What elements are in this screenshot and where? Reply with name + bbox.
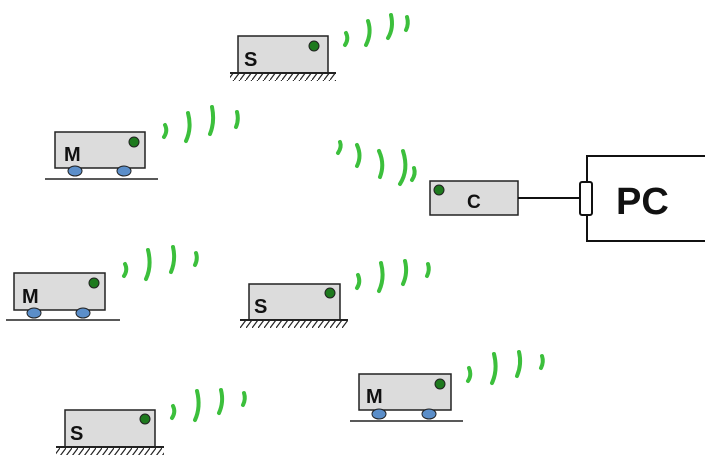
- node-box: [358, 373, 452, 411]
- wireless-signal-icon: [170, 388, 247, 422]
- node-label: S: [244, 49, 257, 71]
- wireless-signal-icon: [343, 13, 410, 47]
- node-label: S: [70, 423, 83, 445]
- wheel-icon: [26, 307, 42, 319]
- stationary-node-middle: S: [240, 283, 348, 328]
- ground-hatch-icon: [230, 72, 336, 81]
- mobile-node-2: M: [6, 272, 120, 321]
- wireless-signal-icon: [355, 259, 431, 293]
- ground-hatch-icon: [240, 319, 348, 328]
- stationary-node-bottom: S: [56, 409, 164, 455]
- wheel-icon: [75, 307, 91, 319]
- node-label: M: [366, 386, 383, 408]
- mobile-node-1: M: [45, 131, 158, 180]
- mobile-node-3: M: [350, 373, 463, 422]
- pc-port: [579, 181, 593, 216]
- status-led-icon: [308, 40, 320, 52]
- status-led-icon: [139, 413, 151, 425]
- coordinator-node: C: [429, 180, 519, 216]
- ground-hatch-icon: [56, 446, 164, 455]
- node-label: S: [254, 296, 267, 318]
- status-led-icon: [88, 277, 100, 289]
- node-box: [13, 272, 106, 311]
- stationary-node-top: S: [230, 35, 336, 81]
- pc-label: PC: [616, 181, 669, 223]
- wheel-icon: [116, 165, 132, 177]
- wireless-signal-icon: [336, 140, 417, 186]
- node-box: [248, 283, 341, 321]
- wheel-icon: [371, 408, 387, 420]
- status-led-icon: [324, 287, 336, 299]
- node-label: C: [467, 192, 481, 213]
- node-box: [54, 131, 146, 169]
- node-label: M: [64, 144, 81, 166]
- wheel-icon: [421, 408, 437, 420]
- wireless-signal-icon: [466, 350, 545, 385]
- status-led-icon: [433, 184, 445, 196]
- node-box: [429, 180, 519, 216]
- node-label: M: [22, 286, 39, 308]
- status-led-icon: [434, 378, 446, 390]
- wireless-signal-icon: [162, 105, 240, 143]
- pc: PC: [579, 155, 705, 242]
- status-led-icon: [128, 136, 140, 148]
- wheel-icon: [67, 165, 83, 177]
- wireless-signal-icon: [122, 245, 199, 281]
